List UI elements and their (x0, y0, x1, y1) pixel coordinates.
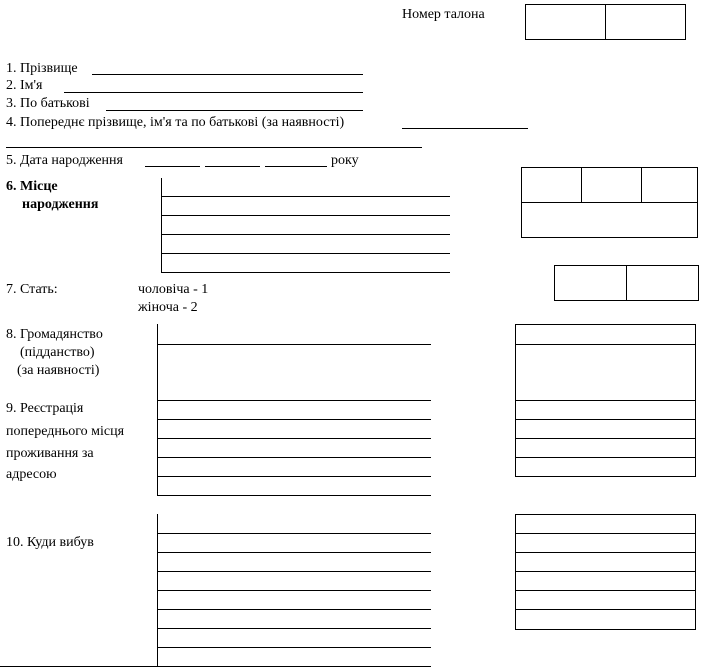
sex-code-divider (626, 265, 627, 301)
ticket-number-divider (605, 4, 606, 40)
registration-code-divider (515, 400, 696, 401)
registration-label-2: попереднього місця (6, 424, 125, 439)
birth-place-line[interactable] (161, 234, 450, 235)
registration-label-3: проживання за (6, 446, 94, 461)
birth-place-line[interactable] (161, 196, 450, 197)
destination-code-divider (515, 533, 696, 534)
registration-label: 9. Реєстрація (6, 401, 84, 416)
sex-female-option: жіноча - 2 (138, 300, 198, 315)
previous-name-line-2[interactable] (6, 147, 422, 148)
birth-date-year-line[interactable] (265, 166, 327, 167)
birth-date-label: 5. Дата народження (6, 153, 123, 168)
patronymic-line[interactable] (106, 110, 363, 111)
birth-place-line[interactable] (161, 215, 450, 216)
destination-code-divider (515, 590, 696, 591)
destination-bottom-line[interactable] (0, 666, 431, 667)
birth-date-month-line[interactable] (205, 166, 260, 167)
registration-label-4: адресою (6, 467, 57, 482)
destination-line[interactable] (157, 552, 431, 553)
registration-code-divider (515, 438, 696, 439)
destination-code-divider (515, 571, 696, 572)
destination-line[interactable] (157, 628, 431, 629)
surname-label: 1. Прізвище (6, 61, 78, 76)
birth-place-code-divider (521, 202, 698, 203)
birth-place-vline (161, 178, 162, 273)
birth-date-year-label: року (331, 153, 359, 168)
registration-code-divider (515, 457, 696, 458)
destination-line[interactable] (157, 533, 431, 534)
name-label: 2. Ім'я (6, 78, 43, 93)
registration-line[interactable] (157, 457, 431, 458)
name-line[interactable] (64, 92, 363, 93)
destination-code-divider (515, 609, 696, 610)
destination-line[interactable] (157, 590, 431, 591)
citizenship-label-2: (підданство) (20, 345, 95, 360)
destination-line[interactable] (157, 647, 431, 648)
birth-date-day-line[interactable] (145, 166, 200, 167)
citizenship-label: 8. Громадянство (6, 327, 103, 342)
birth-place-code-divider (581, 167, 582, 202)
sex-label: 7. Стать: (6, 282, 58, 297)
registration-line[interactable] (157, 495, 431, 496)
destination-line[interactable] (157, 609, 431, 610)
registration-line[interactable] (157, 476, 431, 477)
previous-name-label: 4. Попереднє прізвище, ім'я та по батько… (6, 115, 345, 130)
birth-place-label: 6. Місце (6, 179, 58, 194)
destination-label: 10. Куди вибув (6, 535, 94, 550)
registration-line[interactable] (157, 400, 431, 401)
sex-male-option: чоловіча - 1 (138, 282, 209, 297)
registration-line[interactable] (157, 419, 431, 420)
citizenship-registration-vline (157, 324, 158, 496)
patronymic-label: 3. По батькові (6, 96, 90, 111)
birth-place-label-2: народження (22, 197, 99, 212)
birth-place-line[interactable] (161, 253, 450, 254)
registration-line[interactable] (157, 438, 431, 439)
previous-name-line[interactable] (402, 128, 528, 129)
destination-code-divider (515, 552, 696, 553)
ticket-number-label: Номер талона (402, 7, 485, 22)
citizenship-line[interactable] (157, 344, 431, 345)
birth-place-line[interactable] (161, 272, 450, 273)
citizenship-label-3: (за наявності) (17, 363, 100, 378)
citizenship-code-divider (515, 344, 696, 345)
destination-code-box[interactable] (515, 514, 696, 630)
birth-place-code-divider (641, 167, 642, 202)
surname-line[interactable] (92, 74, 363, 75)
registration-code-divider (515, 419, 696, 420)
destination-line[interactable] (157, 571, 431, 572)
